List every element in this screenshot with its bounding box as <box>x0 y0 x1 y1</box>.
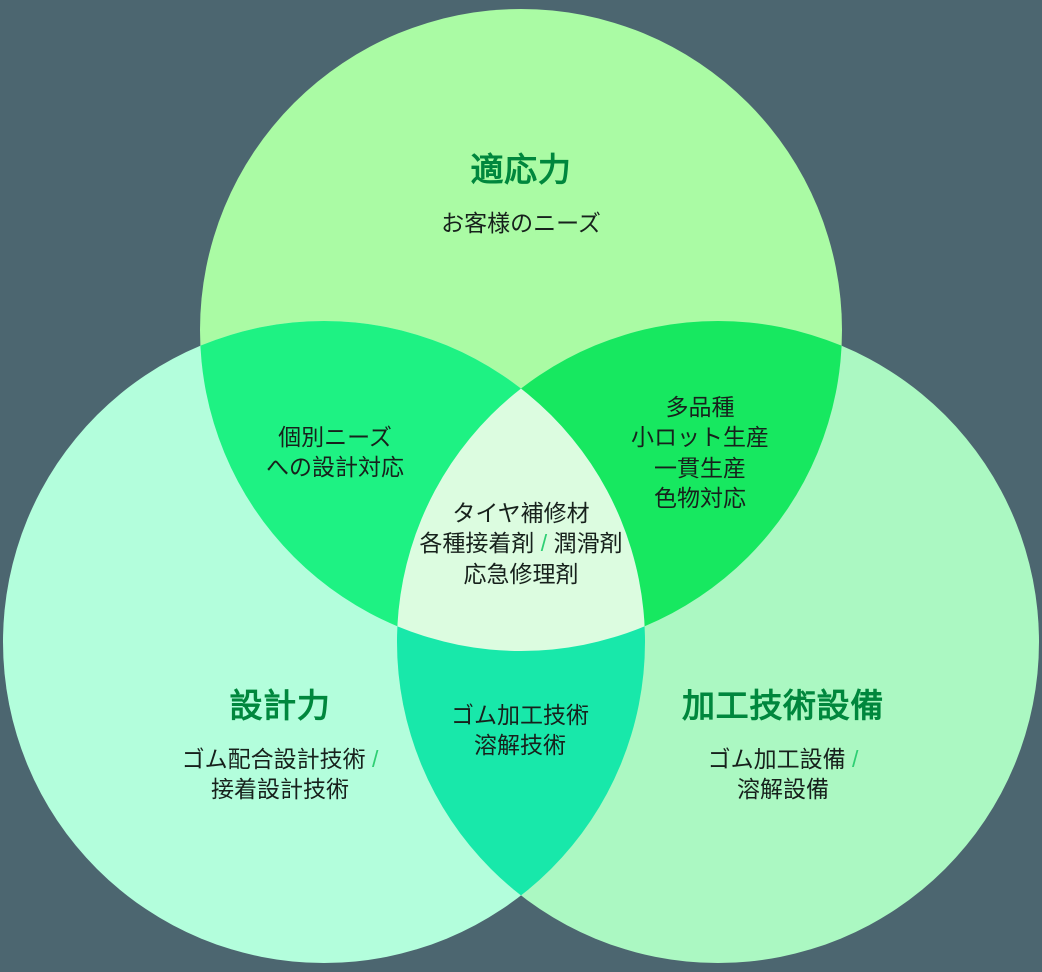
overlap-center-region <box>397 321 645 651</box>
